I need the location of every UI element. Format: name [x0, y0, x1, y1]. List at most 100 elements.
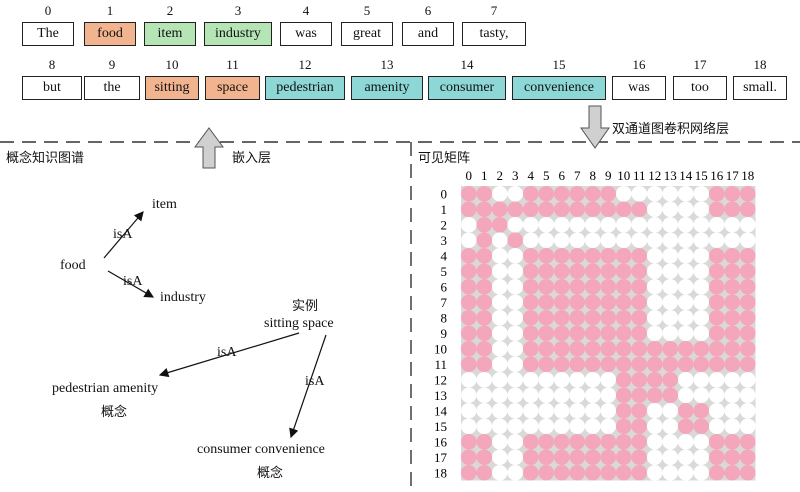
matrix-cell [739, 356, 756, 373]
matrix-cell [538, 433, 555, 450]
matrix-cell [522, 232, 539, 249]
matrix-cell [677, 247, 694, 264]
matrix-cell [476, 325, 493, 342]
matrix-cell [677, 278, 694, 295]
matrix-cell [693, 294, 710, 311]
matrix-cell [600, 185, 617, 202]
matrix-cell [584, 356, 601, 373]
matrix-cell [460, 278, 477, 295]
matrix-cell [693, 201, 710, 218]
token-index: 13 [380, 57, 394, 72]
matrix-cell [646, 402, 663, 419]
token-index: 9 [108, 57, 116, 72]
token-box: The [22, 22, 74, 46]
matrix-cell [460, 371, 477, 388]
matrix-cell [584, 278, 601, 295]
matrix-cell [538, 216, 555, 233]
token-index: 14 [460, 57, 474, 72]
matrix-col-label: 1 [481, 168, 488, 183]
matrix-row-label: 11 [434, 357, 447, 372]
matrix-cell [507, 278, 524, 295]
token-box: was [280, 22, 332, 46]
edge-label-isa: isA [113, 227, 133, 242]
matrix-cell [507, 232, 524, 249]
matrix-cell [724, 294, 741, 311]
matrix-cell [677, 340, 694, 357]
matrix-cell [724, 418, 741, 435]
token-index: 17 [693, 57, 707, 72]
matrix-cell [646, 340, 663, 357]
matrix-cell [538, 263, 555, 280]
matrix-col-label: 11 [633, 168, 646, 183]
matrix-cell [708, 340, 725, 357]
matrix-cell [507, 325, 524, 342]
matrix-row-label: 0 [441, 186, 448, 201]
token-box: but [22, 76, 82, 100]
matrix-cell [646, 325, 663, 342]
matrix-cell [677, 201, 694, 218]
matrix-cell [522, 185, 539, 202]
matrix-cell [724, 433, 741, 450]
token-box: too [673, 76, 727, 100]
matrix-cell [693, 185, 710, 202]
matrix-cell [646, 278, 663, 295]
matrix-cell [553, 356, 570, 373]
matrix-cell [708, 185, 725, 202]
matrix-cell [522, 433, 539, 450]
matrix-cell [739, 247, 756, 264]
matrix-cell [739, 232, 756, 249]
matrix-cell [476, 263, 493, 280]
matrix-cell [631, 185, 648, 202]
matrix-cell [491, 278, 508, 295]
matrix-cell [662, 294, 679, 311]
matrix-cell [646, 418, 663, 435]
token-index: 10 [165, 57, 179, 72]
matrix-cell [662, 216, 679, 233]
matrix-cell [538, 232, 555, 249]
matrix-cell [569, 294, 586, 311]
matrix-col-label: 5 [543, 168, 550, 183]
token-box: great [341, 22, 393, 46]
matrix-cell [476, 387, 493, 404]
token-box: and [402, 22, 454, 46]
matrix-col-label: 17 [726, 168, 740, 183]
matrix-cell [677, 464, 694, 481]
matrix-cell [491, 402, 508, 419]
token-index: 16 [632, 57, 646, 72]
matrix-cell [600, 232, 617, 249]
matrix-cell [460, 294, 477, 311]
edge-space-consumer [289, 334, 327, 439]
matrix-cell [538, 340, 555, 357]
matrix-cell [615, 278, 632, 295]
matrix-cell [693, 309, 710, 326]
matrix-cell [491, 418, 508, 435]
matrix-cell [507, 294, 524, 311]
edge-food-item [103, 211, 144, 259]
matrix-col-label: 6 [559, 168, 566, 183]
matrix-cell [724, 278, 741, 295]
matrix-cell [662, 185, 679, 202]
matrix-cell [693, 464, 710, 481]
gcn-layer-label: 双通道图卷积网络层 [612, 122, 730, 137]
matrix-cell [646, 294, 663, 311]
matrix-row-label: 6 [441, 279, 448, 294]
matrix-cell [615, 263, 632, 280]
node-consumer-convenience: consumer convenience [197, 442, 325, 457]
matrix-cell [724, 247, 741, 264]
down-arrow-icon [580, 105, 610, 149]
matrix-cell [460, 387, 477, 404]
matrix-cell [677, 433, 694, 450]
matrix-cell [476, 356, 493, 373]
matrix-cell [507, 340, 524, 357]
matrix-cell [662, 464, 679, 481]
matrix-cell [600, 309, 617, 326]
matrix-cell [708, 402, 725, 419]
token-box: amenity [351, 76, 423, 100]
node-food: food [60, 258, 86, 273]
matrix-row-label: 5 [441, 264, 448, 279]
matrix-cell [553, 387, 570, 404]
matrix-cell [724, 263, 741, 280]
matrix-cell [631, 371, 648, 388]
matrix-cell [708, 247, 725, 264]
matrix-cell [615, 201, 632, 218]
